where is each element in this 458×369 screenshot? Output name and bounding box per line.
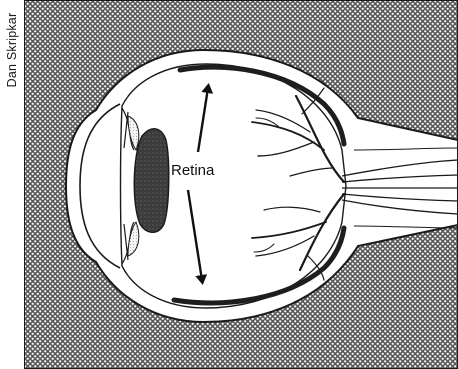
lens (134, 129, 169, 233)
retina-label: Retina (171, 162, 214, 180)
photo-credit: Dan Skripkar (5, 13, 19, 88)
eye-cross-section-figure (24, 0, 458, 369)
credit-strip: Dan Skripkar (0, 0, 24, 369)
